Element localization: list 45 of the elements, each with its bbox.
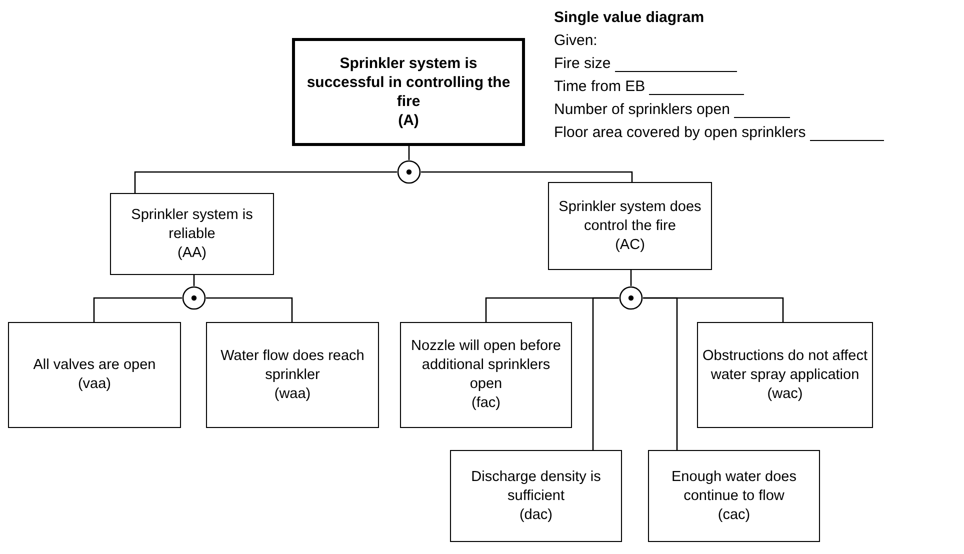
event-text: Sprinkler system is successful in controlling the fire (306, 54, 512, 111)
event-box (206, 322, 379, 428)
top-event-box (292, 38, 525, 146)
event-code: (waa) (274, 384, 311, 404)
event-text: Nozzle will open before additional sprinklers open (410, 337, 562, 394)
event-box (110, 193, 274, 275)
and-gate-symbol (397, 160, 421, 184)
event-text: Discharge density is sufficient (470, 468, 602, 506)
event-code: (AA) (178, 244, 206, 262)
event-box (648, 450, 820, 542)
and-gate-symbol (182, 286, 206, 310)
event-code: (dac) (519, 506, 553, 524)
event-text: Obstructions do not affect water spray application (702, 346, 868, 384)
panel-heading: Single value diagram (554, 9, 704, 27)
event-code: (fac) (472, 394, 500, 413)
connector-line (421, 171, 633, 182)
connector-line (93, 297, 182, 322)
event-text: Sprinkler system does control the fire (558, 198, 702, 236)
given-label: Number of sprinklers open (554, 101, 730, 119)
connector-line (134, 171, 397, 193)
connector-line (592, 297, 619, 450)
event-box (697, 322, 873, 428)
connector-line (206, 297, 293, 322)
given-label: Fire size (554, 55, 611, 73)
given-heading: Given: (554, 32, 598, 50)
event-box (400, 322, 572, 428)
connector-line (643, 297, 678, 450)
connector-line (193, 275, 195, 286)
event-code: (cac) (718, 506, 750, 524)
event-text: Sprinkler system is reliable (130, 206, 254, 244)
event-box (548, 182, 712, 270)
and-gate-symbol (619, 286, 643, 310)
given-label: Time from EB (554, 78, 646, 96)
event-code: (A) (398, 111, 419, 130)
event-code: (vaa) (78, 375, 112, 394)
event-code: (AC) (615, 236, 645, 254)
event-code: (wac) (767, 384, 803, 404)
connector-line (630, 270, 632, 286)
connector-line (408, 146, 410, 160)
event-text: Water flow does reach sprinkler (220, 346, 366, 384)
event-text: Enough water does continue to flow (670, 468, 798, 506)
event-text: All valves are open (33, 356, 156, 375)
event-box (8, 322, 181, 428)
given-label: Floor area covered by open sprinklers (554, 124, 806, 142)
event-box (450, 450, 622, 542)
